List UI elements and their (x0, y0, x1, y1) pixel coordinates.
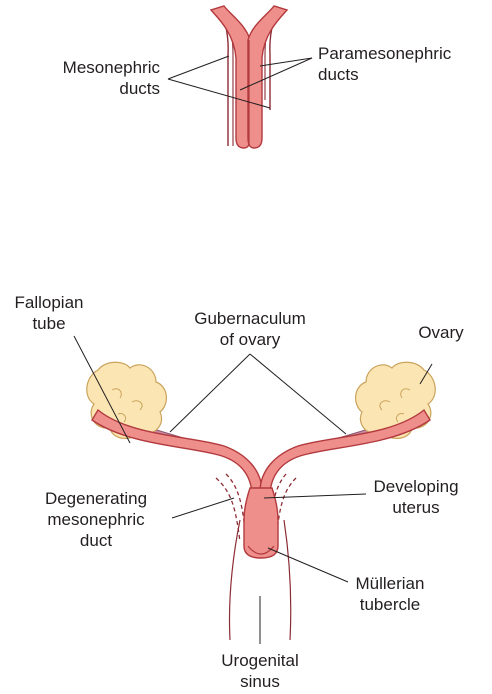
label-paramesonephric-ducts: Paramesonephric ducts (318, 43, 478, 85)
degenerating-mesonephric-duct-left (216, 478, 240, 542)
label-urogenital-sinus: Urogenital sinus (200, 650, 320, 692)
paramesonephric-duct-right (248, 6, 287, 148)
leader-degenerating (172, 498, 234, 518)
urogenital-sinus-left-wall (229, 520, 240, 640)
label-ovary: Ovary (406, 322, 476, 343)
leader-mesonephric-a (168, 56, 229, 79)
leader-gubernaculum-left (170, 354, 250, 432)
top-diagram (168, 6, 312, 148)
label-developing-uterus: Developing uterus (366, 476, 466, 518)
label-fallopian-tube: Fallopian tube (4, 292, 94, 334)
label-mullerian-tubercle: Müllerian tubercle (340, 573, 440, 615)
leader-gubernaculum-right (250, 354, 346, 434)
label-gubernaculum: Gubernaculum of ovary (170, 308, 330, 350)
leader-developing-uterus (264, 494, 366, 498)
fallopian-tube-left (92, 410, 262, 498)
label-mesonephric-ducts: Mesonephric ducts (26, 57, 160, 99)
paramesonephric-duct-left (211, 6, 250, 148)
urogenital-sinus-right-wall (284, 520, 291, 640)
degenerating-mesonephric-duct-left-2 (226, 474, 246, 540)
leader-mullerian (268, 548, 348, 582)
label-degenerating-mesonephric-duct: Degenerating mesonephric duct (26, 488, 166, 551)
